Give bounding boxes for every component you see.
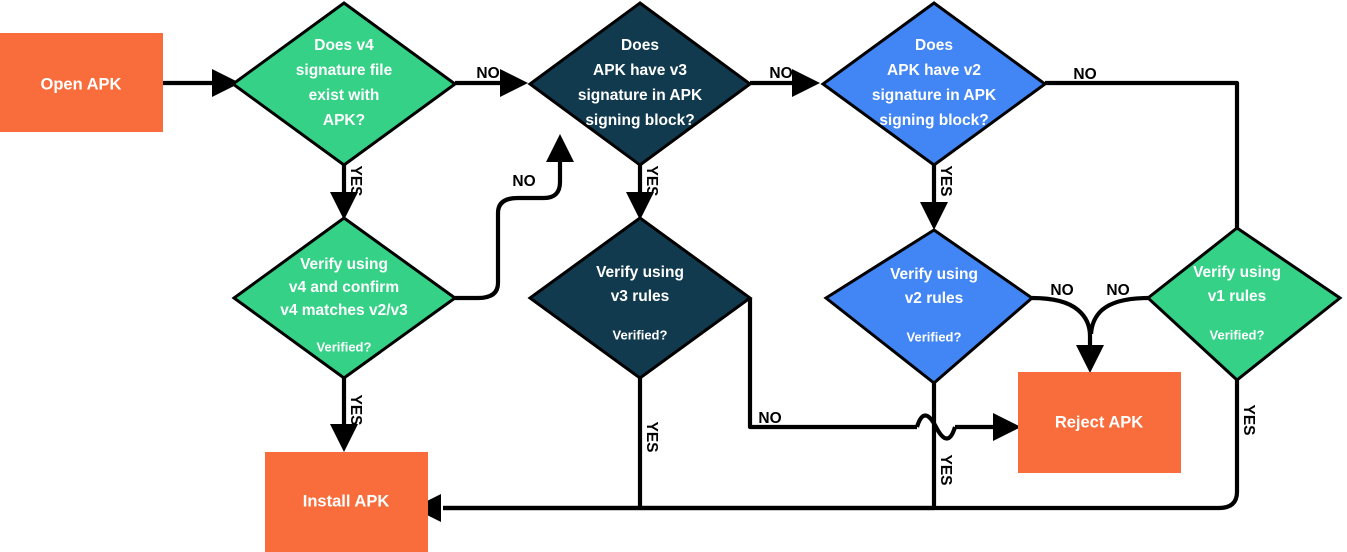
verify-v3-sub: Verified?	[613, 327, 668, 342]
edge-label-v3block-yes: YES	[643, 165, 660, 196]
q-v3-block-line-3: signature in APK	[578, 87, 703, 104]
edge-label-v1verify-no: NO	[1106, 282, 1129, 299]
q-v4-file-line-4: APK?	[323, 112, 365, 129]
edge-label-v3verify-no: NO	[758, 410, 781, 427]
node-reject-apk[interactable]: Reject APK	[1018, 372, 1181, 473]
edge-label-v2verify-yes: YES	[937, 454, 954, 485]
q-v3-block-shape	[527, 1, 753, 167]
node-q-v4-file[interactable]: Does v4 signature file exist with APK?	[230, 1, 458, 167]
arrowhead-v4verify-no	[546, 134, 574, 162]
node-verify-v2[interactable]: Verify using v2 rules Verified?	[823, 228, 1035, 385]
edge-label-v4file-no: NO	[476, 65, 499, 82]
verify-v2-shape	[823, 228, 1035, 385]
edge-label-v3block-no: NO	[769, 65, 792, 82]
arrowhead-v4file-yes	[330, 192, 358, 220]
reject-apk-label: Reject APK	[1055, 413, 1143, 431]
node-verify-v4[interactable]: Verify using v4 and confirm v4 matches v…	[231, 216, 458, 380]
q-v2-block-line-2: APK have v2	[887, 62, 981, 79]
node-q-v3-block[interactable]: Does APK have v3 signature in APK signin…	[527, 1, 753, 167]
reject-apk-shape	[1018, 372, 1181, 473]
verify-v1-line-1: Verify using	[1193, 264, 1281, 281]
arrowhead-v3verify-no	[993, 413, 1021, 441]
q-v3-block-line-4: signing block?	[585, 112, 694, 129]
arrowhead-v2verify-no	[1076, 345, 1104, 373]
verify-v4-shape	[231, 216, 458, 380]
install-apk-label: Install APK	[303, 492, 390, 510]
verify-v3-shape	[527, 216, 753, 380]
edge-v1verify-no	[1088, 295, 1149, 335]
verify-v3-line-2: v3 rules	[611, 288, 670, 305]
verify-v4-sub: Verified?	[317, 339, 372, 354]
q-v4-file-line-1: Does v4	[314, 37, 374, 54]
edge-label-v4verify-yes: YES	[347, 394, 364, 425]
verify-v4-line-2: v4 and confirm	[289, 279, 399, 296]
edge-label-layer: NO YES NO YES NO YES NO YES NO YES NO YE…	[347, 65, 1257, 485]
edge-label-v4verify-no: NO	[512, 173, 535, 190]
arrowhead-v4verify-yes	[330, 424, 358, 452]
edge-v2block-no	[1045, 80, 1240, 228]
verify-v2-line-1: Verify using	[890, 266, 978, 283]
edge-v3verify-yes	[443, 378, 643, 511]
q-v2-block-line-3: signature in APK	[872, 87, 997, 104]
verify-v1-shape	[1145, 226, 1343, 382]
edge-v4verify-no	[455, 160, 563, 301]
q-v2-block-line-4: signing block?	[879, 112, 988, 129]
node-q-v2-block[interactable]: Does APK have v2 signature in APK signin…	[820, 1, 1048, 167]
arrowhead-v4file-no	[500, 69, 528, 97]
q-v2-block-shape	[820, 1, 1048, 167]
verify-v1-sub: Verified?	[1210, 327, 1265, 342]
edge-label-v2verify-no: NO	[1050, 282, 1073, 299]
install-apk-shape	[265, 452, 428, 552]
edge-label-v3verify-yes: YES	[643, 421, 660, 452]
q-v4-file-shape	[230, 1, 458, 167]
q-v3-block-line-2: APK have v3	[593, 62, 687, 79]
edge-label-v2block-no: NO	[1073, 66, 1096, 83]
node-verify-v3[interactable]: Verify using v3 rules Verified?	[527, 216, 753, 380]
verify-v1-line-2: v1 rules	[1208, 288, 1267, 305]
edge-v1verify-yes	[640, 380, 1240, 511]
open-apk-shape	[0, 33, 163, 132]
edge-v3verify-no-seg1	[747, 298, 917, 430]
node-verify-v1[interactable]: Verify using v1 rules Verified?	[1145, 226, 1343, 382]
verify-v4-line-3: v4 matches v2/v3	[280, 302, 408, 319]
arrowhead-v3block-yes	[626, 192, 654, 220]
node-install-apk[interactable]: Install APK	[265, 452, 428, 552]
edge-label-v2block-yes: YES	[937, 165, 954, 196]
verify-v2-sub: Verified?	[907, 329, 962, 344]
open-apk-label: Open APK	[41, 75, 122, 93]
edge-v2verify-yes	[443, 383, 937, 511]
edge-v2verify-no	[1031, 295, 1093, 352]
q-v3-block-line-1: Does	[621, 37, 659, 54]
q-v4-file-line-3: exist with	[309, 87, 380, 104]
arrowhead-v2block-yes	[920, 202, 948, 230]
q-v4-file-line-2: signature file	[296, 62, 393, 79]
verify-v4-line-1: Verify using	[300, 256, 388, 273]
arrowhead-v3block-no	[792, 69, 820, 97]
node-open-apk[interactable]: Open APK	[0, 33, 163, 132]
edge-label-v1verify-yes: YES	[1240, 404, 1257, 435]
edge-layer	[163, 69, 1240, 522]
verify-v2-line-2: v2 rules	[905, 290, 964, 307]
arrowhead-open-to-v4file	[212, 69, 240, 97]
verify-v3-line-1: Verify using	[596, 264, 684, 281]
edge-label-v4file-yes: YES	[347, 165, 364, 196]
q-v2-block-line-1: Does	[915, 37, 953, 54]
